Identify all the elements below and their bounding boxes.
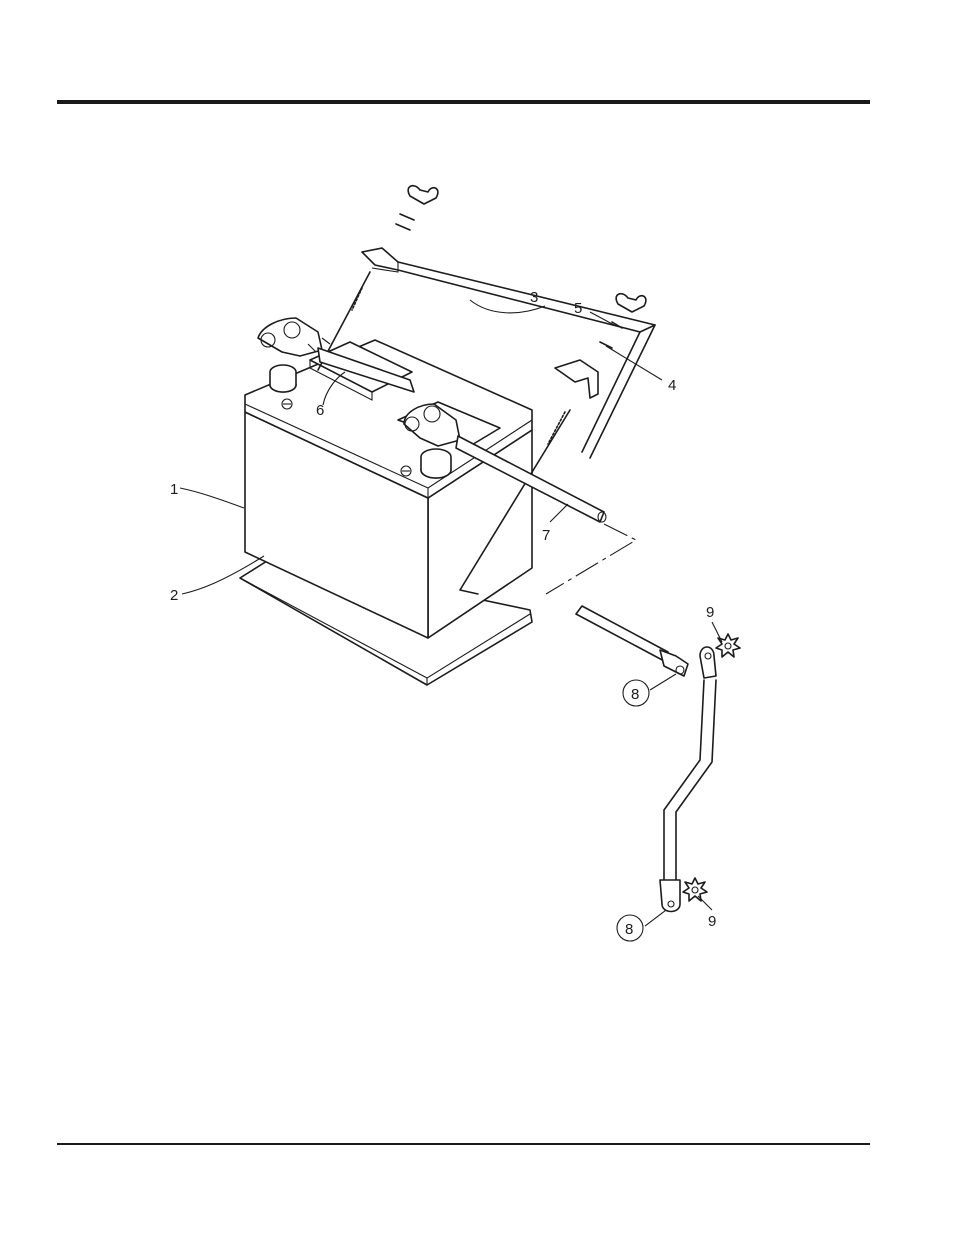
callout-3: 3: [530, 289, 538, 306]
callout-9-top: 9: [706, 604, 714, 621]
callout-6: 6: [316, 402, 324, 419]
callout-8-bottom: 8: [617, 915, 643, 941]
wing-nut-left: [396, 186, 438, 230]
cable-break-line: [546, 524, 636, 594]
callout-8-top: 8: [623, 680, 649, 706]
cable-positive-end: [576, 606, 688, 676]
callout-4: 4: [668, 377, 676, 394]
callout-5: 5: [574, 300, 582, 317]
callout-9-bottom: 9: [708, 913, 716, 930]
callout-8-top-label: 8: [631, 686, 639, 703]
callout-7: 7: [542, 527, 550, 544]
callout-2: 2: [170, 587, 178, 604]
callout-8-bottom-label: 8: [625, 921, 633, 938]
ground-strap: [660, 647, 716, 912]
callout-1: 1: [170, 481, 178, 498]
star-washer-bottom: [683, 878, 707, 901]
